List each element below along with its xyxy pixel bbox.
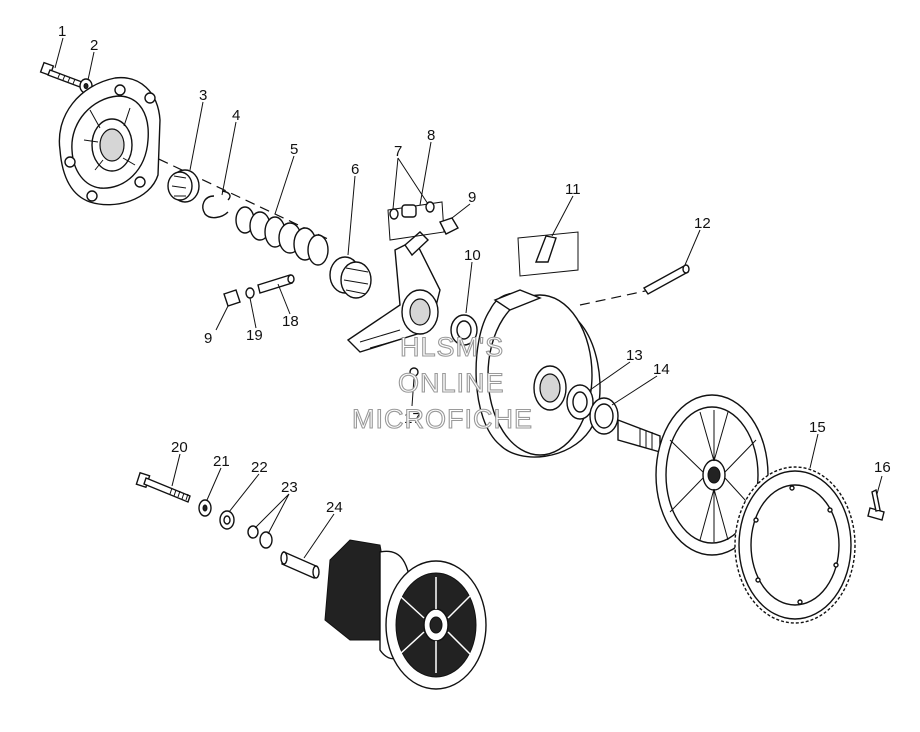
callout-17: 17 <box>404 410 421 427</box>
callout-1: 1 <box>58 23 66 40</box>
callout-11: 11 <box>565 181 581 198</box>
part-3-bushing[interactable] <box>167 169 200 203</box>
callout-3: 3 <box>199 87 207 104</box>
part-4-snap-ring[interactable] <box>202 190 231 219</box>
part-11-clip[interactable] <box>517 231 579 277</box>
part-14-washer[interactable] <box>589 397 619 435</box>
part-21-washer[interactable] <box>198 499 212 517</box>
part-15-ring-gear[interactable] <box>734 466 856 624</box>
part-18-pin[interactable] <box>257 274 295 294</box>
part-cover-plate[interactable] <box>58 77 161 206</box>
callout-18: 18 <box>282 313 299 330</box>
part-24-sleeve[interactable] <box>280 550 320 580</box>
assembled-clutch[interactable] <box>324 539 487 690</box>
part-22-washer[interactable] <box>219 510 235 530</box>
part-10-washer[interactable] <box>450 314 478 346</box>
part-17-screw[interactable] <box>409 367 419 377</box>
callout-22: 22 <box>251 459 268 476</box>
callout-15: 15 <box>809 419 826 436</box>
part-23-o-rings[interactable] <box>247 525 273 549</box>
part-19-o-ring[interactable] <box>245 287 255 299</box>
callout-labels: 1 2 3 4 5 6 7 8 9 9 10 11 12 13 14 15 16… <box>58 23 891 516</box>
part-6-bushing[interactable] <box>329 256 372 299</box>
callout-10: 10 <box>464 247 481 264</box>
callout-6: 6 <box>351 161 359 178</box>
watermark-line-1: HLSM'S <box>400 332 504 362</box>
callout-5: 5 <box>290 141 298 158</box>
part-9-nut-upper[interactable] <box>439 217 459 235</box>
callout-8: 8 <box>427 127 435 144</box>
part-7-8-rollers[interactable] <box>387 201 445 241</box>
callout-12: 12 <box>694 215 711 232</box>
callout-9-lower: 9 <box>204 330 212 347</box>
part-20-bolt[interactable] <box>135 471 191 503</box>
callout-2: 2 <box>90 37 98 54</box>
assembly-centerline-right <box>579 289 651 306</box>
callout-4: 4 <box>232 107 240 124</box>
callout-23: 23 <box>281 479 298 496</box>
part-movable-sheave[interactable] <box>475 289 601 458</box>
callout-20: 20 <box>171 439 188 456</box>
callout-7: 7 <box>394 143 402 160</box>
watermark-line-3: MICROFICHE <box>352 404 533 434</box>
part-12-pin[interactable] <box>642 264 690 295</box>
callout-9-upper: 9 <box>468 189 476 206</box>
part-cam-arm[interactable] <box>346 231 441 353</box>
callout-21: 21 <box>213 453 230 470</box>
part-16-screw[interactable] <box>867 488 885 521</box>
callout-14: 14 <box>653 361 670 378</box>
part-5-spring[interactable] <box>235 206 329 266</box>
callout-19: 19 <box>246 327 263 344</box>
callout-24: 24 <box>326 499 343 516</box>
callout-13: 13 <box>626 347 643 364</box>
watermark-line-2: ONLINE <box>398 368 505 398</box>
callout-16: 16 <box>874 459 891 476</box>
leader-lines <box>54 37 883 559</box>
watermark: HLSM'S ONLINE MICROFICHE <box>351 331 533 434</box>
part-9-nut-lower[interactable] <box>223 289 241 307</box>
part-1-bolt[interactable] <box>39 61 83 88</box>
part-13-bushing[interactable] <box>566 384 594 420</box>
